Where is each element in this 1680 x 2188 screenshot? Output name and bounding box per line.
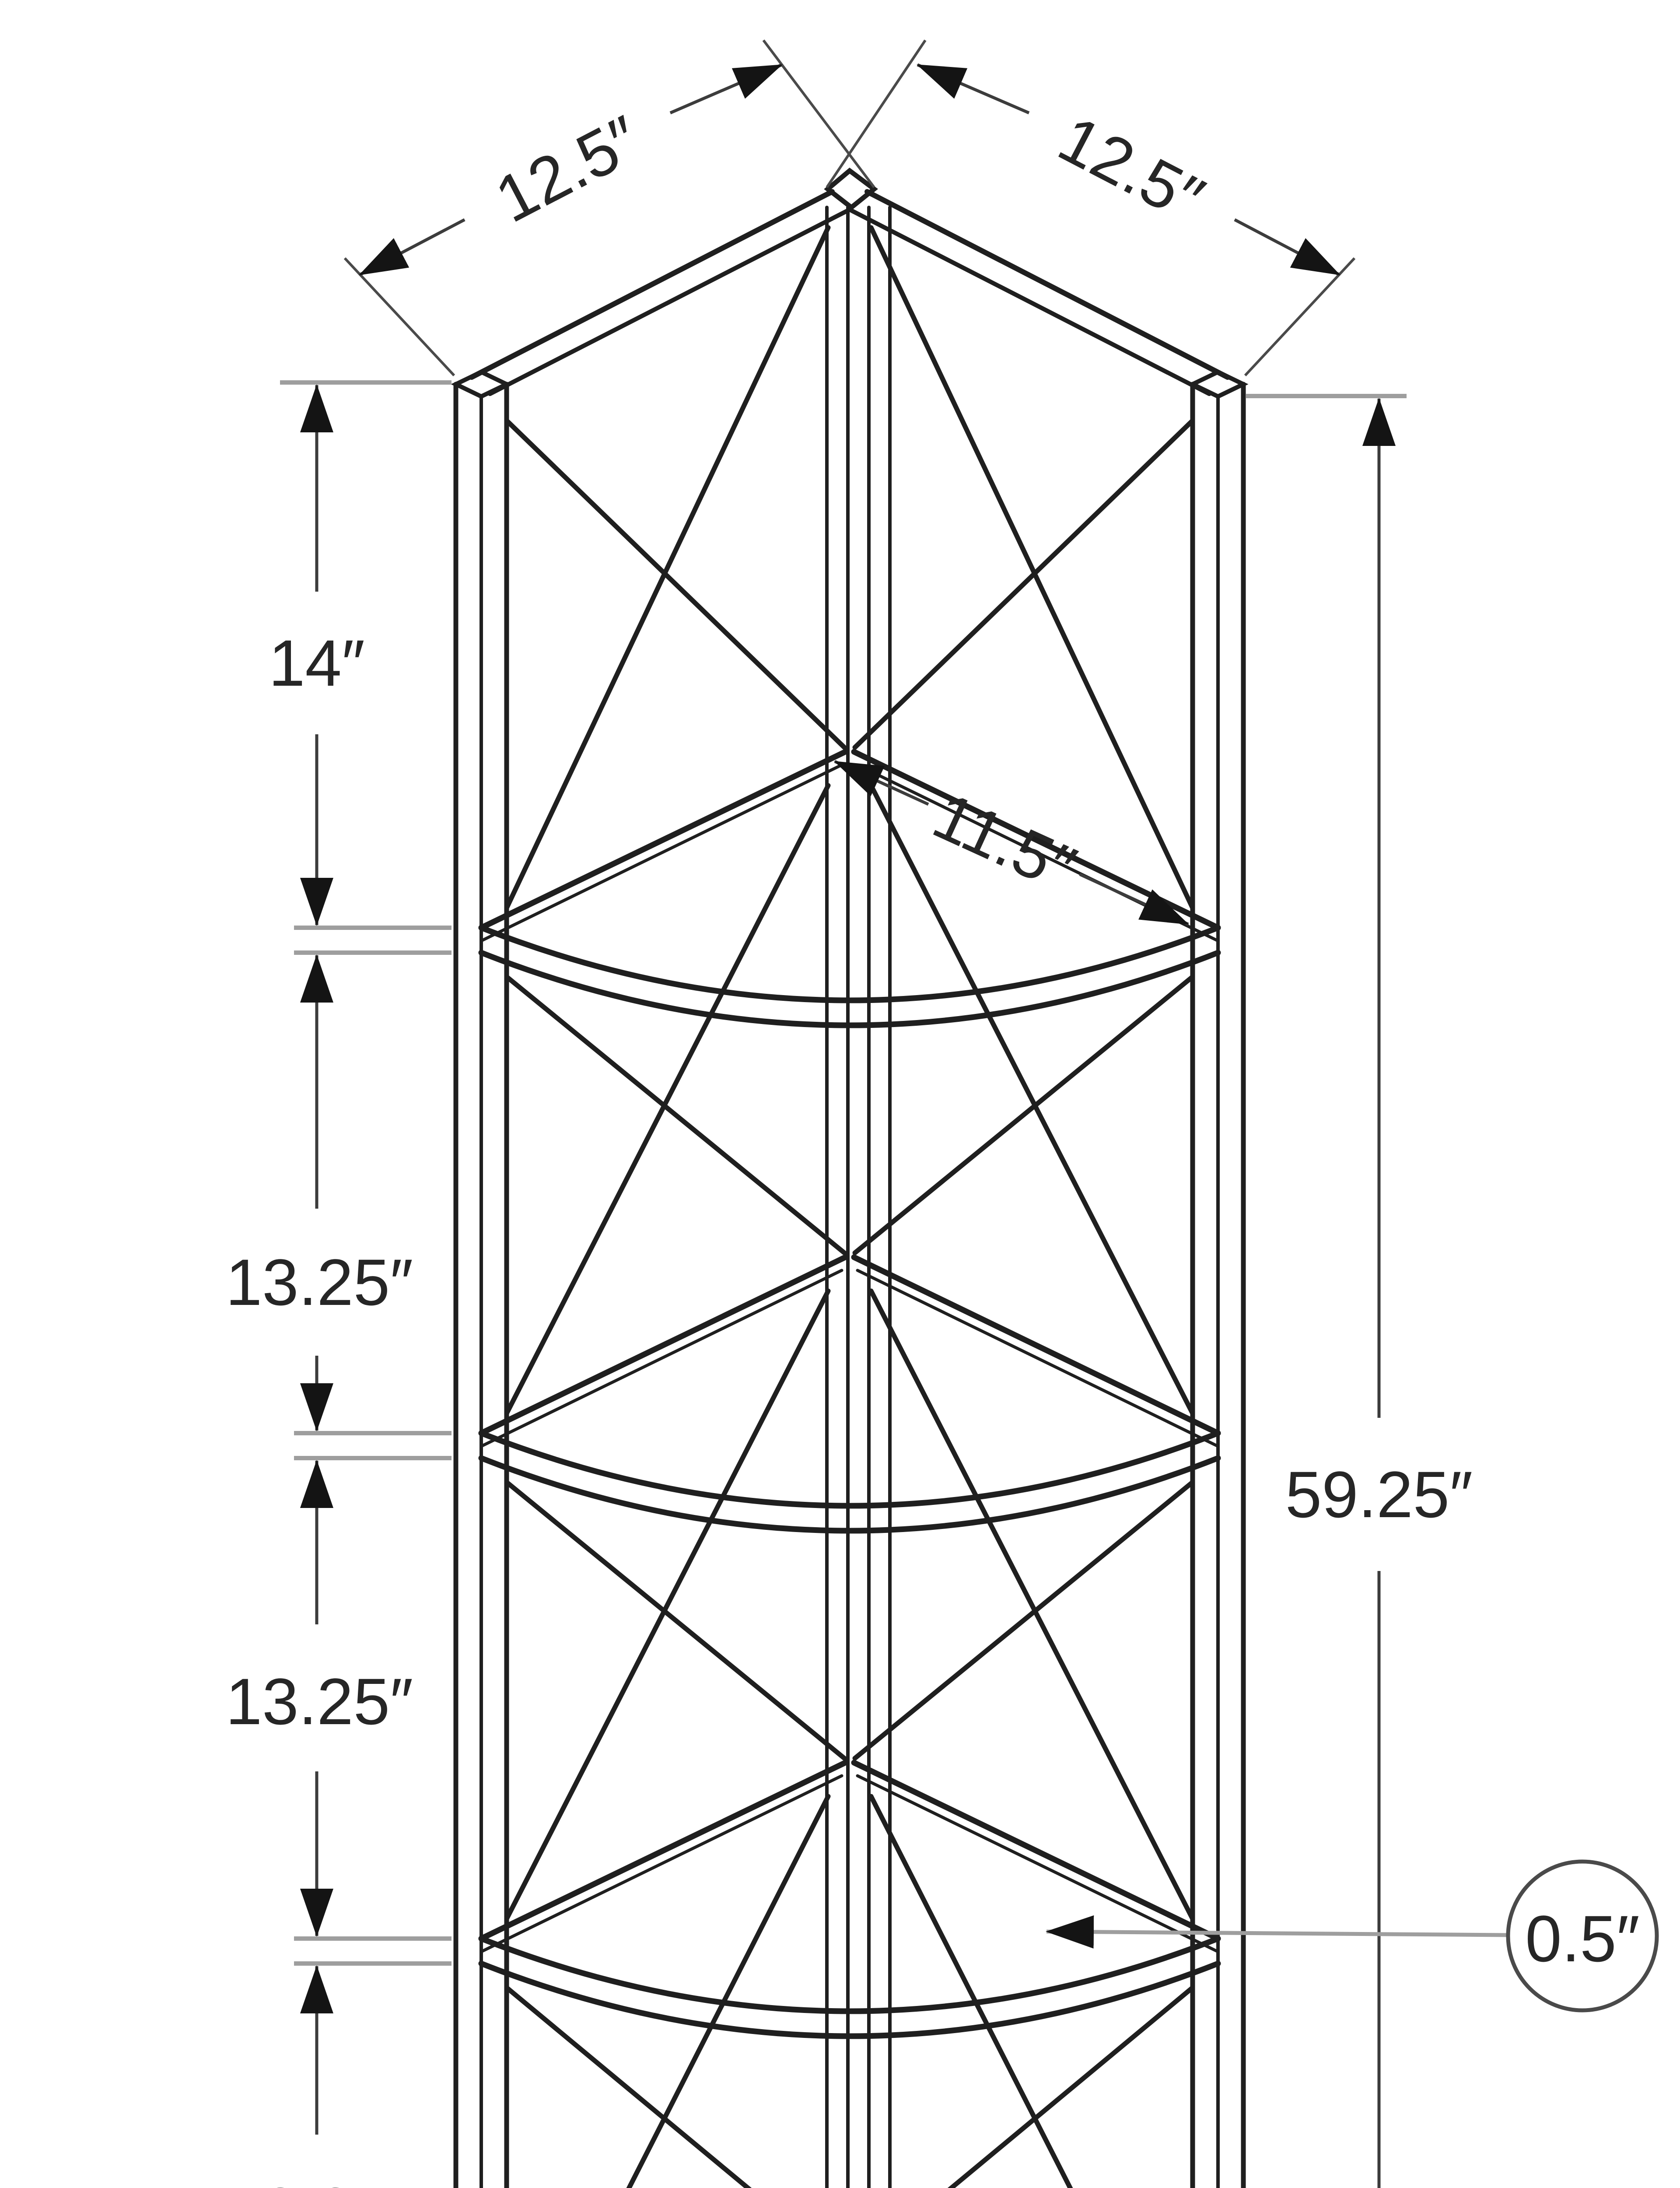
dimension-mid-section-2: 13.25″ [226, 1460, 413, 1937]
x-braces-tier-2 [504, 783, 1195, 1416]
dim-label-mid-section-1: 13.25″ [226, 1245, 413, 1319]
dimension-top-section-height: 14″ [269, 384, 365, 926]
top-frame-rails [469, 189, 1230, 396]
dim-label-shelf-depth: 11.5″ [923, 778, 1086, 905]
dim-label-mid-section-3: 13.25″ [226, 2174, 413, 2188]
dimension-overall-height: 59.25″ [1246, 394, 1473, 2188]
corner-post-back [824, 167, 892, 2188]
left-post [451, 369, 512, 2188]
dimension-top-right-depth: 12.5″ [917, 63, 1340, 277]
right-post [1187, 369, 1249, 2188]
dim-label-top-right-depth: 12.5″ [1047, 102, 1215, 236]
dim-label-top-left-depth: 12.5″ [484, 102, 652, 236]
x-braces-tier-3 [504, 1288, 1195, 1922]
dim-label-top-section-height: 14″ [269, 626, 365, 700]
shelf-1 [478, 749, 1221, 1028]
dimension-mid-section-3: 13.25″ [226, 1965, 413, 2188]
dim-label-mid-section-2: 13.25″ [226, 1665, 413, 1738]
dim-label-shelf-thickness: 0.5″ [1525, 1902, 1640, 1975]
shelf-2 [478, 1254, 1221, 1534]
x-braces-tier-4 [504, 1794, 1195, 2188]
left-dimension-ticks [280, 380, 452, 1966]
dim-label-overall-height: 59.25″ [1285, 1458, 1473, 1531]
x-braces-tier-1 [504, 225, 1195, 911]
dimension-mid-section-1: 13.25″ [226, 954, 413, 1431]
dimension-top-left-depth: 12.5″ [359, 63, 783, 277]
shelf-thickness-balloon [1506, 1859, 1659, 2013]
shelf-3 [478, 1760, 1221, 2039]
callout-shelf-thickness: 0.5″ [1046, 1859, 1659, 2013]
